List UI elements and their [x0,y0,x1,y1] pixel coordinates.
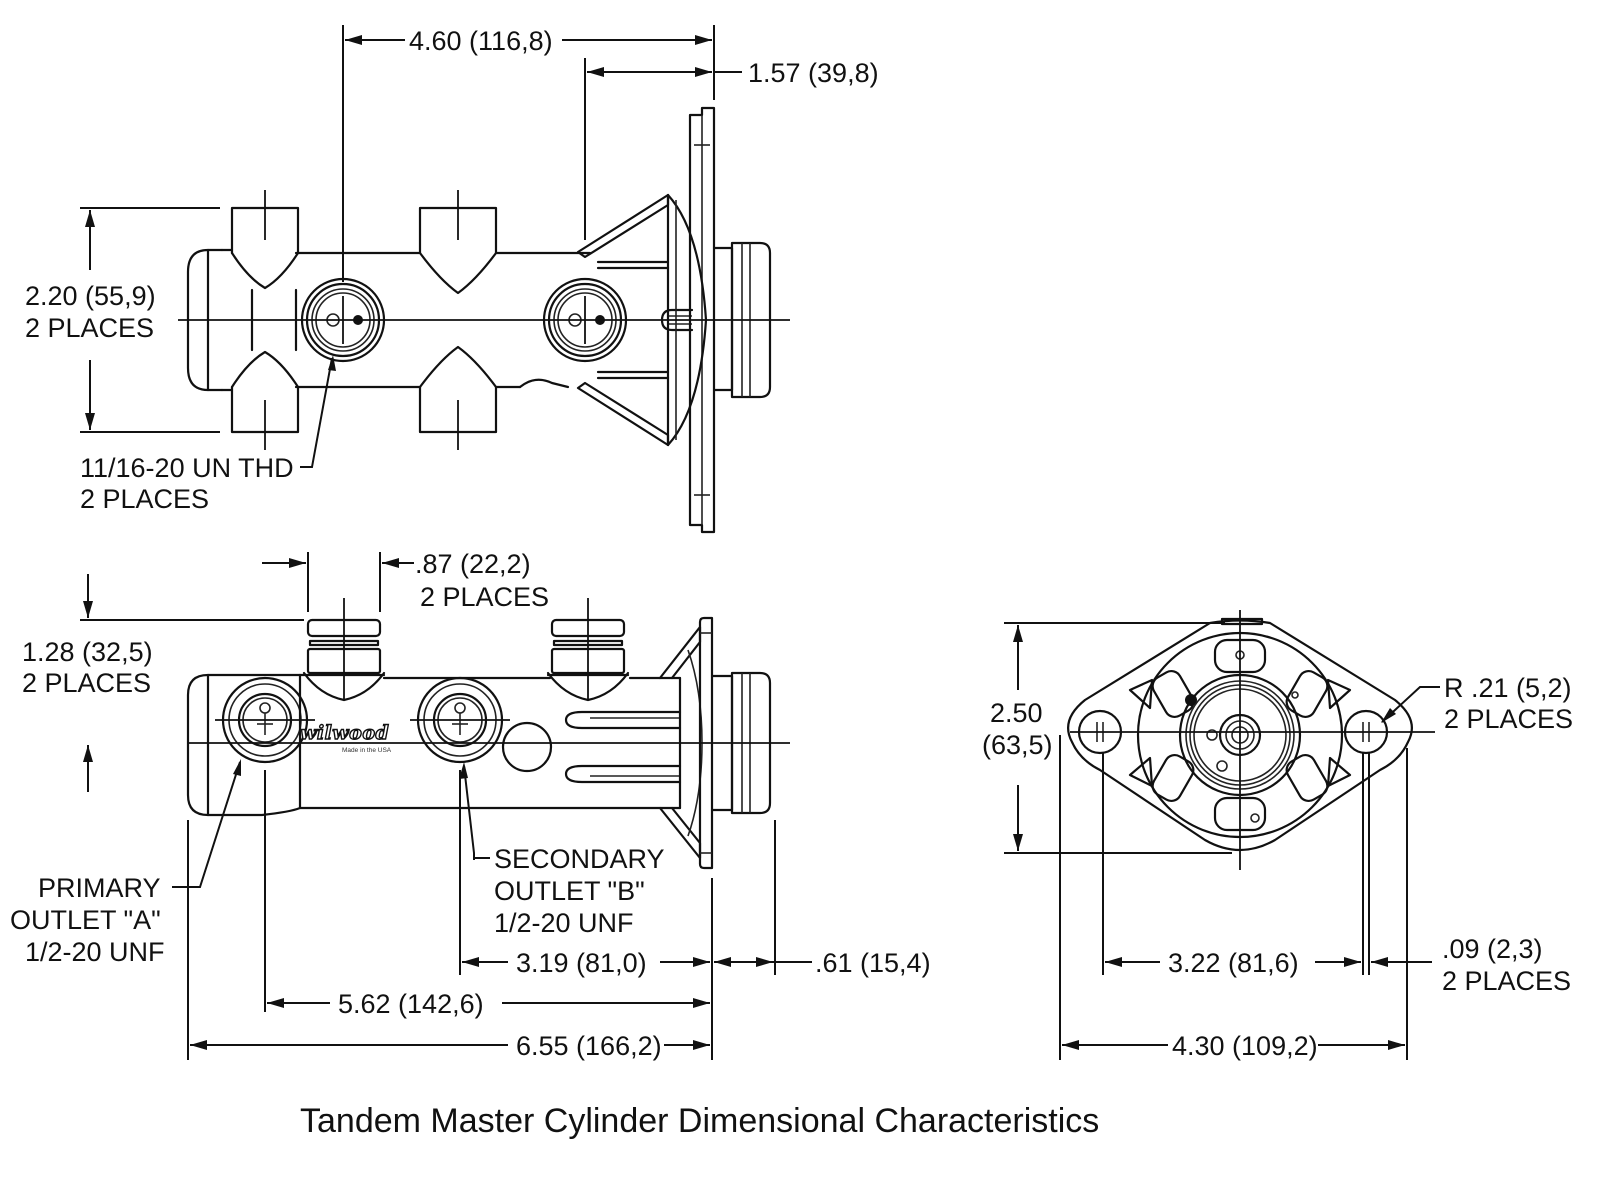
thread-label-places: 2 PLACES [80,484,209,514]
side-view: wilwood Made in the USA [10,549,931,1061]
dim-label-4-60: 4.60 (116,8) [409,26,553,56]
side-view-centerlines [188,598,790,744]
dim-3-19: 3.19 (81,0) [462,948,710,978]
dim-1-28: 1.28 (32,5) 2 PLACES [22,574,304,792]
top-view: 4.60 (116,8) 1.57 (39,8) 2.20 (55,9) 2 P… [25,25,879,534]
dim-label-1-28: 1.28 (32,5) [22,637,153,667]
side-view-extension-lines [187,770,776,1060]
end-view-centerlines [1070,610,1435,870]
dim-r-0-21: R .21 (5,2) 2 PLACES [1381,673,1573,734]
dim-label-5-62: 5.62 (142,6) [338,989,484,1019]
secondary-outlet-label-3: 1/2-20 UNF [494,908,634,938]
dim-label-0-09-places: 2 PLACES [1442,966,1571,996]
dim-label-0-87: .87 (22,2) [415,549,531,579]
dim-label-4-30: 4.30 (109,2) [1172,1031,1318,1061]
secondary-outlet-label-2: OUTLET "B" [494,876,645,906]
dim-label-1-57: 1.57 (39,8) [748,58,879,88]
drawing-caption: Tandem Master Cylinder Dimensional Chara… [300,1102,1099,1140]
dim-1-57: 1.57 (39,8) [584,58,879,240]
primary-outlet-label-1: PRIMARY [38,873,161,903]
dim-label-0-87-places: 2 PLACES [420,582,549,612]
dim-3-22: 3.22 (81,6) [1105,948,1361,978]
dim-5-62: 5.62 (142,6) [267,989,710,1019]
primary-outlet-label-3: 1/2-20 UNF [25,937,165,967]
brand-logo: wilwood Made in the USA [299,721,392,754]
dim-label-2-20-places: 2 PLACES [25,313,154,343]
thread-label: 11/16-20 UN THD [80,453,294,483]
dim-label-2-50: 2.50 [990,698,1043,728]
dim-label-r-0-21: R .21 (5,2) [1444,673,1572,703]
thread-callout: 11/16-20 UN THD 2 PLACES [80,355,336,514]
dim-2-20: 2.20 (55,9) 2 PLACES [25,207,220,433]
dim-label-1-28-places: 2 PLACES [22,668,151,698]
end-view: 2.50 (63,5) R .21 (5,2) 2 PLACES 3.22 (8… [982,610,1573,1061]
dim-4-30: 4.30 (109,2) [1062,1031,1405,1061]
dim-2-50: 2.50 (63,5) [982,622,1232,854]
dim-label-6-55: 6.55 (166,2) [516,1031,662,1061]
side-boss-primary [298,618,386,702]
secondary-outlet-label-1: SECONDARY [494,844,665,874]
primary-outlet-label-2: OUTLET "A" [10,905,161,935]
logo-subtext: Made in the USA [342,747,392,754]
dim-4-60: 4.60 (116,8) [342,25,715,282]
dim-0-09: .09 (2,3) 2 PLACES [1371,934,1571,996]
dim-label-2-50-metric: (63,5) [982,730,1053,760]
secondary-outlet-callout: SECONDARY OUTLET "B" 1/2-20 UNF [459,762,665,938]
dim-6-55: 6.55 (166,2) [190,1031,710,1061]
dim-label-3-19: 3.19 (81,0) [516,948,647,978]
logo-text: wilwood [300,722,389,744]
dim-label-r-0-21-places: 2 PLACES [1444,704,1573,734]
dim-0-61: .61 (15,4) [714,948,931,978]
end-view-extension-lines [1059,735,1408,1060]
dim-label-0-09: .09 (2,3) [1442,934,1543,964]
dim-label-2-20: 2.20 (55,9) [25,281,156,311]
top-view-centerlines [178,190,790,450]
dim-label-3-22: 3.22 (81,6) [1168,948,1299,978]
primary-outlet-callout: PRIMARY OUTLET "A" 1/2-20 UNF [10,759,241,967]
dim-label-0-61: .61 (15,4) [815,948,931,978]
dim-0-87: .87 (22,2) 2 PLACES [262,549,549,612]
